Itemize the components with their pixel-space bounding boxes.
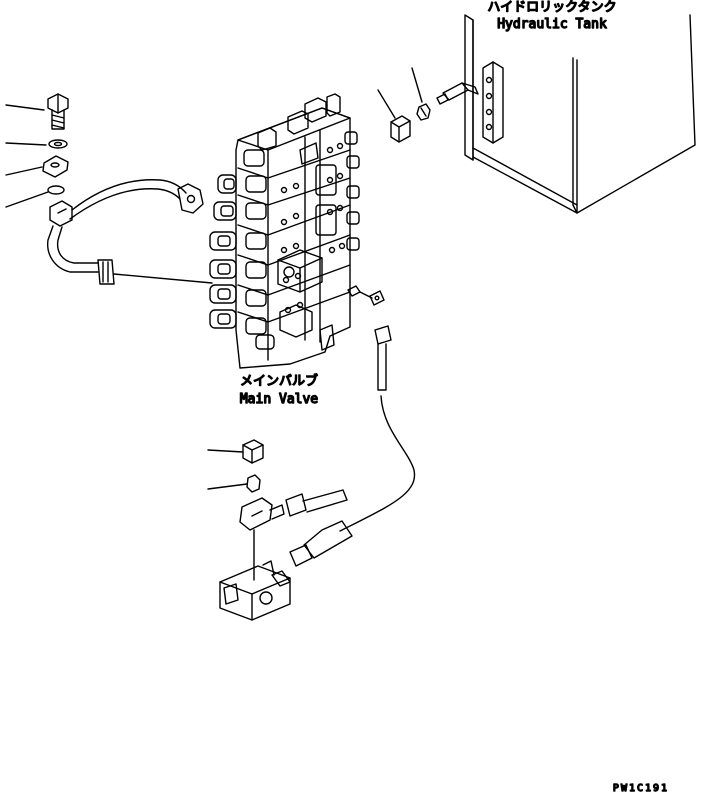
- drawing-code: PW1C191: [613, 783, 669, 794]
- pilot-hose: [290, 326, 415, 566]
- short-hose: [286, 490, 347, 516]
- washer: [49, 140, 67, 148]
- solenoid-block: [278, 250, 334, 350]
- valve-label-jp: メインバルブ: [240, 373, 318, 389]
- leader-lower-nut: [208, 450, 243, 452]
- lower-plug: [247, 475, 260, 492]
- leader-lower-plug: [208, 484, 247, 489]
- tank-label-jp: ハイドロリックタンク: [487, 0, 616, 15]
- spool-caps: [210, 150, 274, 349]
- valve-pilot-fitting: [348, 286, 384, 305]
- tee-fitting: [240, 498, 284, 580]
- split-flange: [43, 156, 68, 177]
- tank-label-en: Hydraulic Tank: [497, 17, 607, 32]
- main-valve: [210, 94, 384, 368]
- leader-washer: [6, 143, 46, 145]
- tank-nut: [391, 116, 410, 142]
- valve-ports: [282, 144, 345, 313]
- bolt: [48, 94, 68, 129]
- hydraulic-tank: [465, 15, 695, 213]
- leader-oring: [6, 192, 48, 207]
- tank-elbow-fitting: [437, 83, 478, 104]
- lower-nut: [243, 440, 263, 463]
- tank-flange: [483, 62, 503, 143]
- o-ring: [48, 186, 64, 194]
- return-tube: [48, 180, 212, 284]
- valve-label-en: Main Valve: [240, 392, 318, 407]
- tank-plug: [417, 104, 430, 120]
- leader-tank-nut: [378, 90, 395, 118]
- leader-tank-plug: [412, 68, 422, 102]
- leader-flange: [6, 167, 42, 175]
- lower-block-valve: [220, 561, 290, 620]
- leader-bolt: [6, 105, 44, 110]
- right-bosses: [316, 132, 359, 250]
